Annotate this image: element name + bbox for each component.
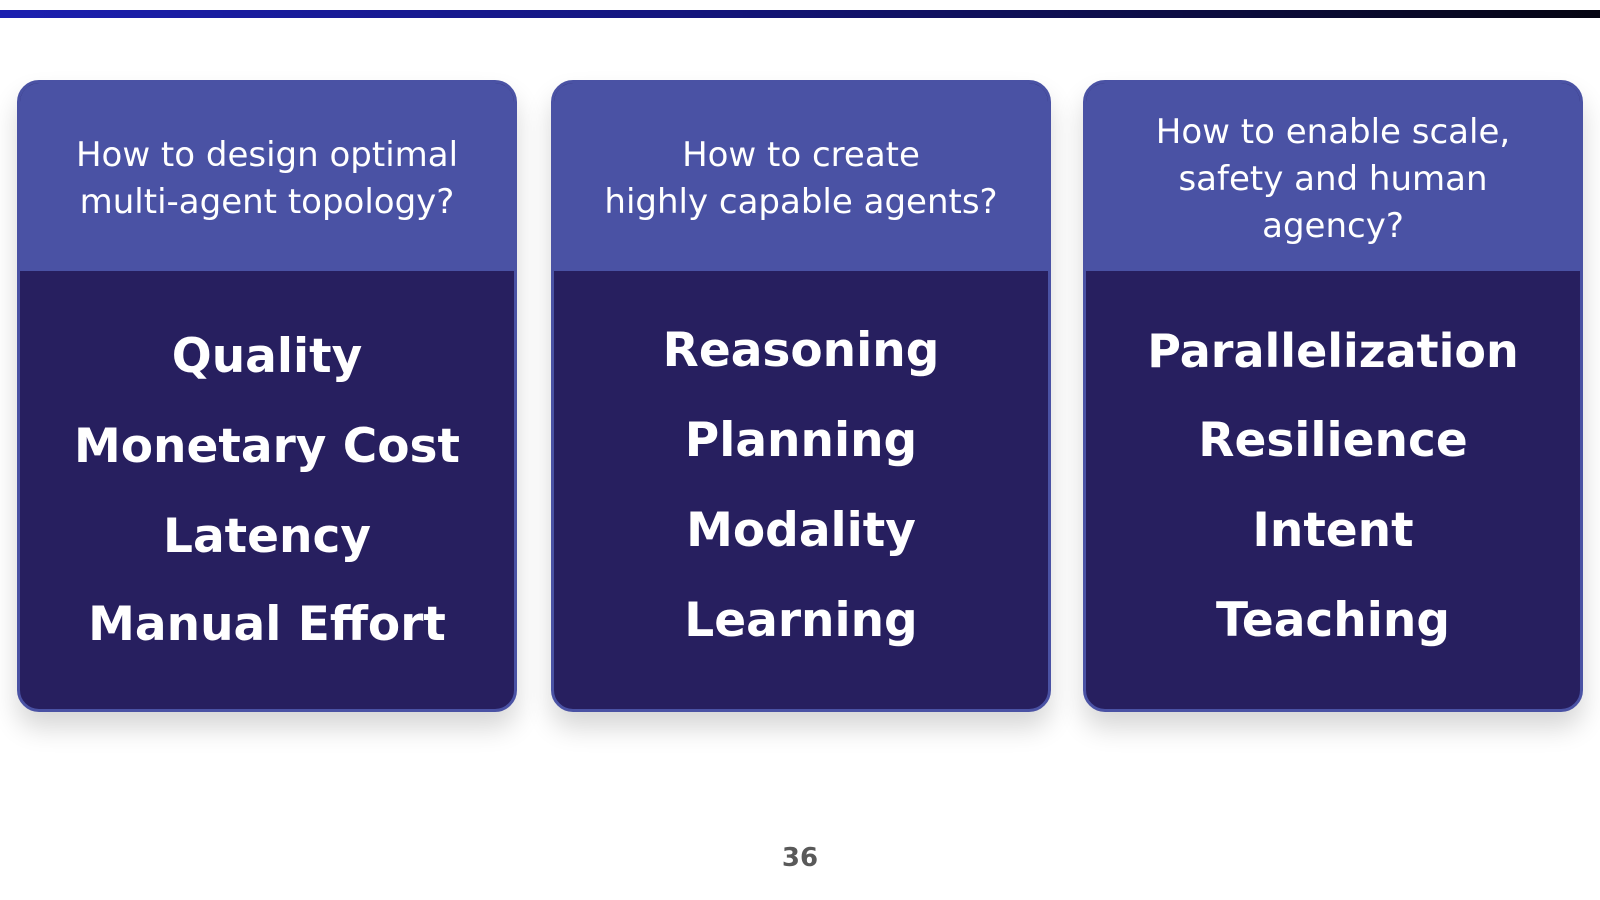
- card-item: Teaching: [1216, 593, 1450, 648]
- card-item: Monetary Cost: [74, 419, 460, 474]
- card-item: Quality: [171, 329, 363, 384]
- card-header: How to enable scale, safety and human ag…: [1086, 83, 1580, 271]
- card-item: Resilience: [1198, 413, 1468, 468]
- card-topology: How to design optimal multi-agent topolo…: [17, 80, 517, 712]
- card-header-question: How to enable scale, safety and human ag…: [1155, 111, 1511, 246]
- card-item: Modality: [686, 503, 916, 558]
- card-header: How to create highly capable agents?: [554, 83, 1048, 271]
- card-item: Learning: [684, 593, 918, 648]
- card-header: How to design optimal multi-agent topolo…: [20, 83, 514, 271]
- card-item: Parallelization: [1147, 324, 1519, 378]
- card-header-question: How to create highly capable agents?: [604, 135, 998, 222]
- card-item: Latency: [163, 509, 371, 564]
- card-item: Intent: [1252, 503, 1414, 558]
- top-accent-bar: [0, 10, 1600, 18]
- card-capable-agents: How to create highly capable agents? Rea…: [551, 80, 1051, 712]
- card-body: Parallelization Resilience Intent Teachi…: [1086, 271, 1580, 691]
- card-body: Reasoning Planning Modality Learning: [554, 271, 1048, 691]
- card-header-question: How to design optimal multi-agent topolo…: [75, 135, 459, 222]
- card-item: Planning: [684, 413, 918, 468]
- card-item: Reasoning: [662, 323, 940, 378]
- card-item: Manual Effort: [88, 597, 446, 652]
- card-scale-safety: How to enable scale, safety and human ag…: [1083, 80, 1583, 712]
- page-number: 36: [781, 843, 819, 873]
- card-body: Quality Monetary Cost Latency Manual Eff…: [20, 271, 514, 691]
